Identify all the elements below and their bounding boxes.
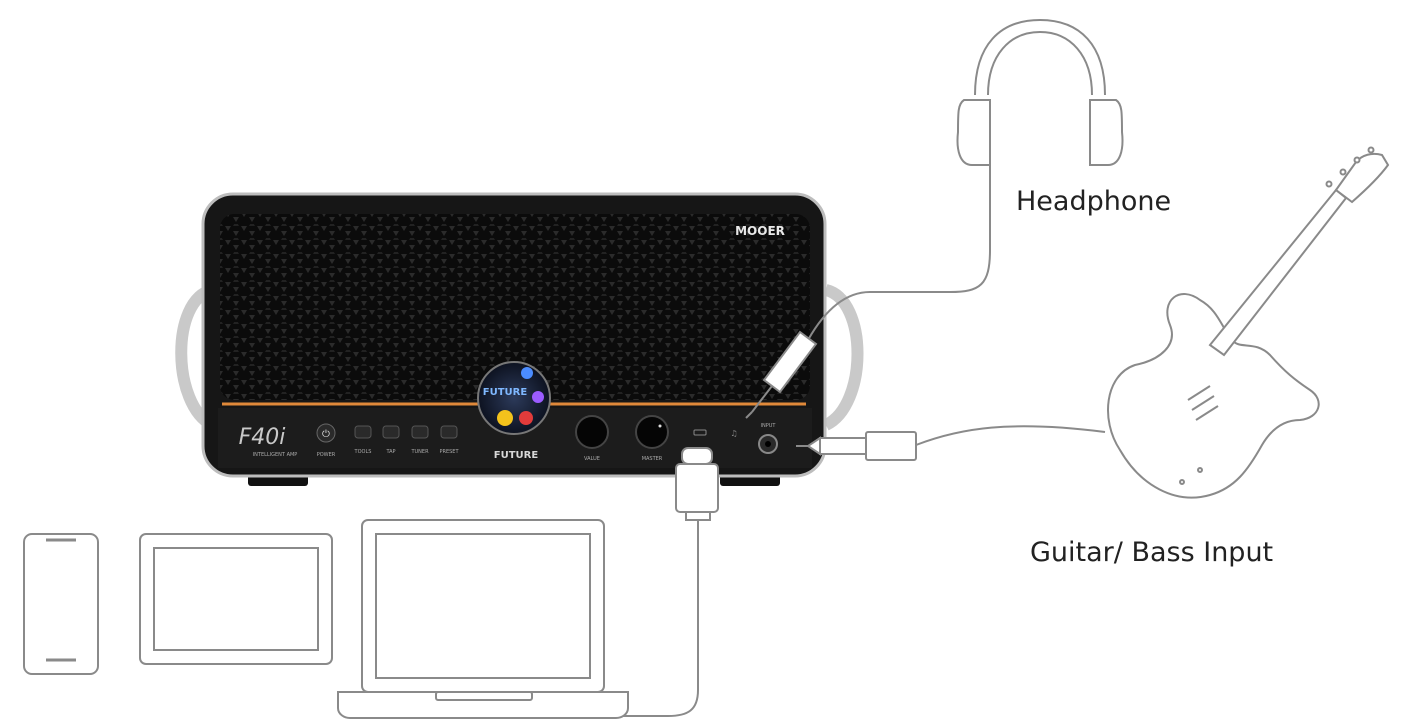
screen-bubble-yellow: [497, 410, 513, 426]
usb-cable: [612, 520, 699, 717]
electric-guitar-icon: [1107, 146, 1390, 499]
button-label-power: POWER: [317, 452, 336, 458]
screen-bubble-purple: [532, 391, 544, 403]
guitar-input-label: Guitar/ Bass Input: [1030, 537, 1274, 568]
amplifier: MOOER F40i INTELLIGENT AMP ⏻ POWER TOOLS…: [175, 192, 864, 486]
usb-c-plug-icon: [675, 447, 719, 521]
tuner-button[interactable]: [411, 425, 429, 439]
power-icon: ⏻: [322, 429, 330, 440]
headphone-label: Headphone: [1016, 186, 1172, 217]
master-knob-marker: [658, 424, 662, 428]
smartphone-icon: [23, 533, 99, 675]
input-jack-hole: [765, 441, 771, 447]
button-label-tools: TOOLS: [354, 449, 372, 455]
button-label-tap: TAP: [385, 449, 395, 455]
guitar-cable-plug-icon: [796, 431, 917, 461]
tap-button[interactable]: [382, 425, 400, 439]
preset-button[interactable]: [440, 425, 458, 439]
screen-bubble-red: [519, 411, 533, 425]
model-logo: F40i: [239, 425, 286, 450]
headphone-cable: [807, 165, 991, 341]
laptop-icon: [337, 519, 629, 719]
audio-jack-plug-icon: [745, 330, 818, 419]
usb-port-icon: [693, 429, 707, 436]
headphone-port-icon: ♫: [730, 429, 737, 438]
brand-logo: MOOER: [735, 224, 785, 238]
model-subtitle: INTELLIGENT AMP: [253, 452, 298, 458]
master-knob[interactable]: [635, 415, 669, 449]
guitar-cable: [915, 425, 1106, 446]
screen-bubble-blue: [521, 367, 533, 379]
tablet-icon: [139, 533, 333, 665]
value-knob[interactable]: [575, 415, 609, 449]
knob-label-value: VALUE: [584, 456, 600, 462]
button-label-tuner: TUNER: [410, 449, 429, 455]
tools-button[interactable]: [354, 425, 372, 439]
speaker-grille: [220, 214, 810, 400]
headphones-icon: [956, 18, 1124, 166]
screen-logo: FUTURE: [483, 387, 528, 398]
button-label-preset: PRESET: [439, 449, 459, 455]
left-handle: [175, 284, 216, 431]
input-jack-label: INPUT: [761, 423, 777, 429]
right-handle: [822, 284, 864, 431]
knob-label-master: MASTER: [642, 456, 663, 462]
power-button[interactable]: [316, 423, 336, 443]
panel-logo: FUTURE: [494, 450, 539, 461]
